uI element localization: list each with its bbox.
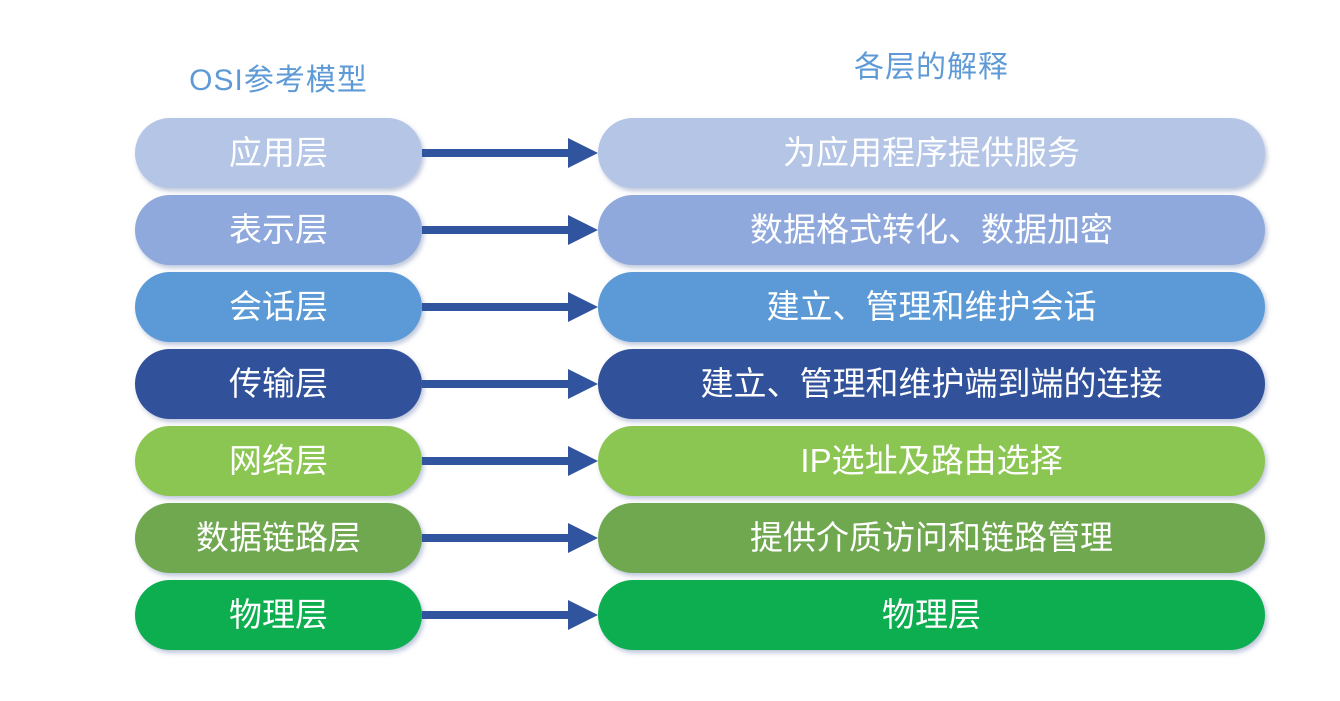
- description-pill: 物理层: [598, 580, 1265, 650]
- description-pill-label: 建立、管理和维护会话: [766, 288, 1097, 325]
- description-pill-label: 提供介质访问和链路管理: [750, 519, 1113, 556]
- right-arrow-icon: [422, 138, 598, 168]
- layer-pill-label: 物理层: [229, 596, 328, 633]
- right-arrow-icon: [422, 523, 598, 553]
- layer-pill-label: 应用层: [229, 134, 328, 171]
- description-pill-label: 建立、管理和维护端到端的连接: [700, 365, 1163, 402]
- layer-row: 会话层 建立、管理和维护会话: [135, 272, 1265, 342]
- layer-pill: 会话层: [135, 272, 422, 342]
- right-arrow-icon: [422, 292, 598, 322]
- description-pill: 提供介质访问和链路管理: [598, 503, 1265, 573]
- layer-row: 网络层 IP选址及路由选择: [135, 426, 1265, 496]
- description-pill: 建立、管理和维护会话: [598, 272, 1265, 342]
- layer-pill: 物理层: [135, 580, 422, 650]
- layer-row: 数据链路层 提供介质访问和链路管理: [135, 503, 1265, 573]
- layers-rows: 应用层 为应用程序提供服务 表示层 数据格式转化、数据加密 会话层: [135, 118, 1265, 650]
- left-column-title: OSI参考模型: [189, 64, 368, 97]
- layer-row: 物理层 物理层: [135, 580, 1265, 650]
- description-pill-label: 物理层: [882, 596, 981, 633]
- layer-pill: 传输层: [135, 349, 422, 419]
- layer-pill-label: 数据链路层: [196, 519, 361, 556]
- right-arrow-icon: [422, 215, 598, 245]
- layer-pill-label: 会话层: [229, 288, 328, 325]
- layer-pill: 数据链路层: [135, 503, 422, 573]
- layer-pill: 应用层: [135, 118, 422, 188]
- description-pill-label: IP选址及路由选择: [800, 442, 1063, 479]
- description-pill-label: 为应用程序提供服务: [783, 134, 1080, 171]
- description-pill: 建立、管理和维护端到端的连接: [598, 349, 1265, 419]
- layer-row: 应用层 为应用程序提供服务: [135, 118, 1265, 188]
- layer-pill-label: 传输层: [229, 365, 328, 402]
- right-arrow-icon: [422, 369, 598, 399]
- layer-pill-label: 网络层: [229, 442, 328, 479]
- right-arrow-icon: [422, 600, 598, 630]
- layer-row: 传输层 建立、管理和维护端到端的连接: [135, 349, 1265, 419]
- description-pill: 为应用程序提供服务: [598, 118, 1265, 188]
- layer-pill: 网络层: [135, 426, 422, 496]
- description-pill: 数据格式转化、数据加密: [598, 195, 1265, 265]
- right-column-title: 各层的解释: [854, 51, 1009, 84]
- description-pill-label: 数据格式转化、数据加密: [750, 211, 1113, 248]
- layer-row: 表示层 数据格式转化、数据加密: [135, 195, 1265, 265]
- right-arrow-icon: [422, 446, 598, 476]
- layer-pill-label: 表示层: [229, 211, 328, 248]
- layer-pill: 表示层: [135, 195, 422, 265]
- description-pill: IP选址及路由选择: [598, 426, 1265, 496]
